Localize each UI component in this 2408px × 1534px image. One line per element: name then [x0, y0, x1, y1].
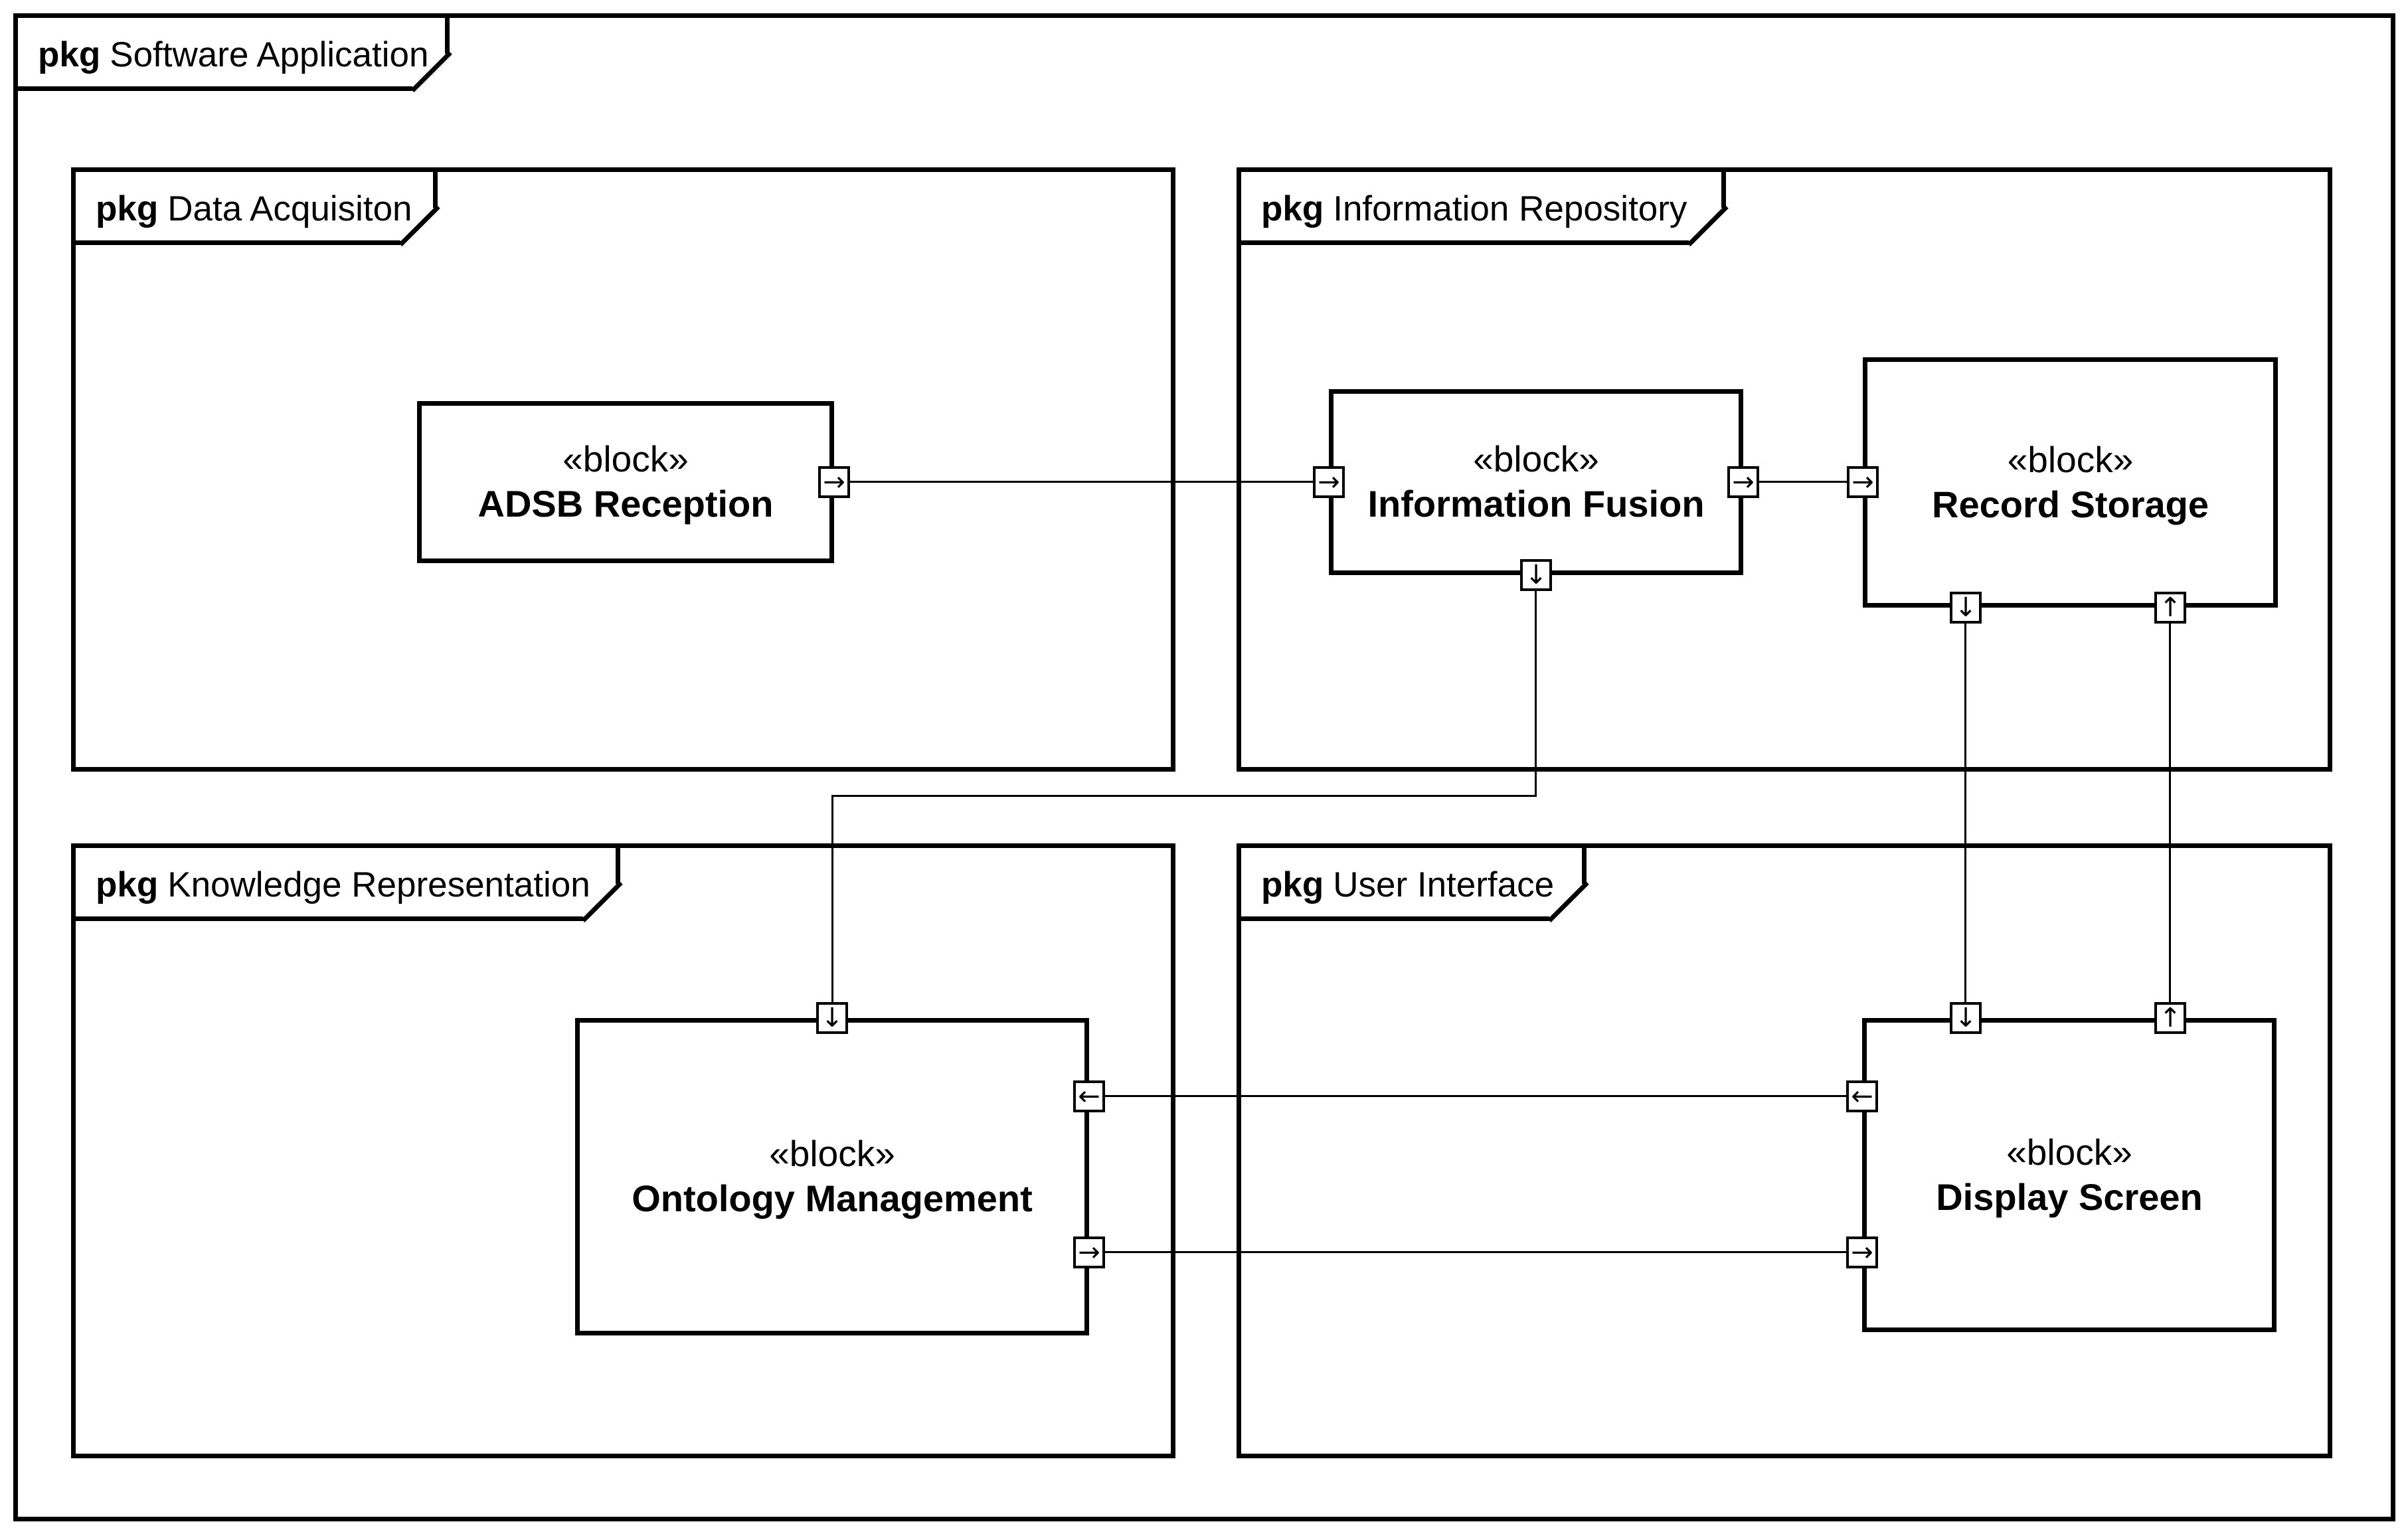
port-information-fusion-output-bottom[interactable]: ↓ — [1520, 559, 1552, 591]
arrow-down-icon: ↓ — [1525, 560, 1547, 590]
block-stereotype: «block» — [769, 1133, 895, 1175]
arrow-left-icon: ← — [1078, 1081, 1100, 1112]
port-record-storage-input-left[interactable]: → — [1847, 466, 1879, 498]
arrow-up-icon: ↑ — [2159, 592, 2182, 623]
connector-display-to-ontology-left[interactable] — [1089, 1095, 1863, 1097]
tab-edge — [445, 18, 450, 54]
connector-fusion-to-ontology-segment-3[interactable] — [831, 795, 833, 1019]
connector-adsb-to-fusion[interactable] — [834, 481, 1332, 483]
arrow-down-icon: ↓ — [1954, 1003, 1977, 1033]
tab-edge — [1721, 172, 1726, 208]
package-keyword: pkg — [96, 865, 159, 904]
arrow-right-icon: → — [1851, 1237, 1873, 1268]
arrow-down-icon: ↓ — [1954, 592, 1977, 623]
connector-display-to-storage-up[interactable] — [2169, 608, 2171, 1019]
port-record-storage-bottom-left[interactable]: ↓ — [1950, 592, 1982, 624]
port-display-screen-top-left[interactable]: ↓ — [1950, 1002, 1982, 1034]
block-adsb-reception[interactable]: «block» ADSB Reception — [417, 401, 834, 563]
port-information-fusion-input[interactable]: → — [1313, 466, 1345, 498]
arrow-up-icon: ↑ — [2159, 1003, 2182, 1033]
port-display-screen-top-right[interactable]: ↑ — [2154, 1002, 2186, 1034]
connector-fusion-to-storage[interactable] — [1743, 481, 1864, 483]
block-stereotype: «block» — [2006, 1131, 2132, 1173]
connector-fusion-to-ontology-segment-2[interactable] — [831, 795, 1537, 797]
arrow-right-icon: → — [823, 467, 845, 497]
block-stereotype: «block» — [1473, 438, 1599, 480]
arrow-left-icon: ← — [1851, 1081, 1873, 1112]
tab-corner-cut — [1687, 205, 1729, 246]
tab-edge — [1241, 240, 1689, 245]
port-ontology-management-right-lower[interactable]: → — [1073, 1236, 1105, 1268]
arrow-right-icon: → — [1318, 467, 1340, 497]
port-ontology-management-top[interactable]: ↓ — [816, 1002, 848, 1034]
tab-edge — [76, 916, 583, 921]
package-name: Data Acquisiton — [167, 189, 412, 228]
package-keyword: pkg — [38, 35, 101, 74]
block-name: Display Screen — [1936, 1175, 2203, 1218]
port-ontology-management-right-upper[interactable]: ← — [1073, 1080, 1105, 1112]
connector-ontology-to-display-right[interactable] — [1089, 1251, 1863, 1253]
block-name: Information Fusion — [1367, 483, 1705, 525]
block-stereotype: «block» — [2007, 438, 2134, 480]
port-display-screen-left-upper[interactable]: ← — [1846, 1080, 1878, 1112]
block-record-storage[interactable]: «block» Record Storage — [1863, 357, 2278, 608]
block-name: ADSB Reception — [477, 483, 774, 525]
package-keyword: pkg — [1261, 189, 1324, 228]
tab-edge — [1241, 916, 1549, 921]
package-name: Information Repository — [1333, 189, 1687, 228]
package-tab-software-application[interactable]: pkg Software Application — [18, 18, 452, 92]
block-name: Record Storage — [1932, 483, 2209, 525]
connector-storage-to-display-down[interactable] — [1964, 608, 1966, 1019]
block-name: Ontology Management — [632, 1177, 1033, 1220]
port-display-screen-left-lower[interactable]: → — [1846, 1236, 1878, 1268]
port-adsb-reception-output[interactable]: → — [818, 466, 850, 498]
package-tab-user-interface[interactable]: pkg User Interface — [1241, 848, 1589, 922]
block-information-fusion[interactable]: «block» Information Fusion — [1329, 389, 1743, 575]
block-display-screen[interactable]: «block» Display Screen — [1862, 1018, 2277, 1332]
tab-edge — [76, 240, 400, 245]
tab-edge — [18, 86, 412, 91]
tab-edge — [433, 172, 438, 208]
package-name: User Interface — [1333, 865, 1555, 904]
package-keyword: pkg — [96, 189, 159, 228]
package-tab-knowledge-representation[interactable]: pkg Knowledge Representation — [76, 848, 623, 922]
arrow-right-icon: → — [1732, 467, 1755, 497]
package-tab-data-acquisition[interactable]: pkg Data Acquisiton — [76, 172, 440, 246]
arrow-right-icon: → — [1078, 1237, 1100, 1268]
tab-edge — [1582, 848, 1587, 884]
connector-fusion-to-ontology-segment-1[interactable] — [1535, 575, 1537, 797]
package-keyword: pkg — [1261, 865, 1324, 904]
package-name: Knowledge Representation — [167, 865, 590, 904]
arrow-right-icon: → — [1851, 467, 1874, 497]
arrow-down-icon: ↓ — [821, 1003, 843, 1033]
port-record-storage-bottom-right[interactable]: ↑ — [2154, 592, 2186, 624]
port-information-fusion-output-right[interactable]: → — [1727, 466, 1759, 498]
block-ontology-management[interactable]: «block» Ontology Management — [575, 1018, 1089, 1335]
package-name: Software Application — [110, 35, 429, 74]
block-stereotype: «block» — [562, 438, 689, 480]
tab-edge — [616, 848, 620, 884]
package-tab-information-repository[interactable]: pkg Information Repository — [1241, 172, 1729, 246]
